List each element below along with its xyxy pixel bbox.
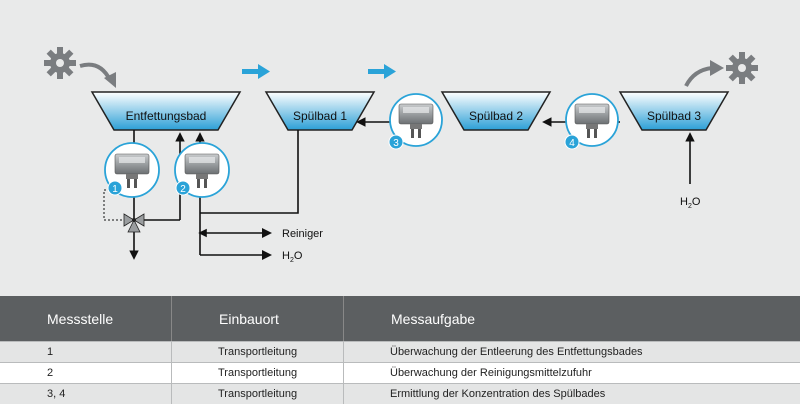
table-row: 2 Transportleitung Überwachung der Reini… [0,362,800,383]
bath-spuelbad-2: Spülbad 2 [440,91,552,131]
sensor-number: 3 [393,138,399,149]
sensor-number: 4 [569,138,575,149]
sensor-1: 1 [104,142,160,198]
cell-einbauort: Transportleitung [172,342,344,362]
header-einbauort: Einbauort [172,296,344,341]
cell-einbauort: Transportleitung [172,363,344,383]
bath-label: Spülbad 3 [647,109,701,123]
reiniger-label: Reiniger [282,228,323,240]
curved-arrow-out [684,66,713,87]
sensor-number: 2 [180,184,186,195]
gear-icon-in [44,47,76,79]
cell-messstelle: 3, 4 [0,384,172,404]
three-way-valve-icon [123,213,145,233]
header-messaufgabe: Messaufgabe [391,310,476,327]
h2o-label-main: H2O [282,250,303,264]
cell-messaufgabe: Überwachung der Reinigungsmittelzufuhr [390,367,592,379]
cell-messstelle: 2 [0,363,172,383]
bath-spuelbad-3: Spülbad 3 [618,91,730,131]
flow-arrow-2 [368,64,396,79]
sensor-number: 1 [112,184,118,195]
bath-label: Entfettungsbad [126,109,207,123]
bath-label: Spülbad 1 [293,109,347,123]
header-messstelle: Messstelle [0,296,172,341]
sensor-2: 2 [174,142,230,198]
table-header: Messstelle Einbauort Messaufgabe [0,296,800,341]
cell-messstelle: 1 [0,342,172,362]
cell-einbauort: Transportleitung [172,384,344,404]
bath-spuelbad-1: Spülbad 1 [264,91,376,131]
measurement-table: Messstelle Einbauort Messaufgabe 1 Trans… [0,296,800,404]
bath-entfettungsbad: Entfettungsbad [90,91,242,131]
gear-icon-out [726,52,758,84]
sensor-3: 3 [388,93,443,150]
process-diagram: Entfettungsbad Spülbad 1 Spülbad 2 Spülb… [44,47,758,264]
cell-messaufgabe: Ermittlung der Konzentration des Spülbad… [390,388,606,400]
table-row: 3, 4 Transportleitung Ermittlung der Kon… [0,383,800,404]
h2o-label-right: H2O [680,196,701,210]
cell-messaufgabe: Überwachung der Entleerung des Entfettun… [390,346,643,358]
table-row: 1 Transportleitung Überwachung der Entle… [0,341,800,362]
control-line [103,189,124,221]
flow-arrow-1 [242,64,270,79]
bath-label: Spülbad 2 [469,109,523,123]
sensor-4: 4 [564,93,619,150]
